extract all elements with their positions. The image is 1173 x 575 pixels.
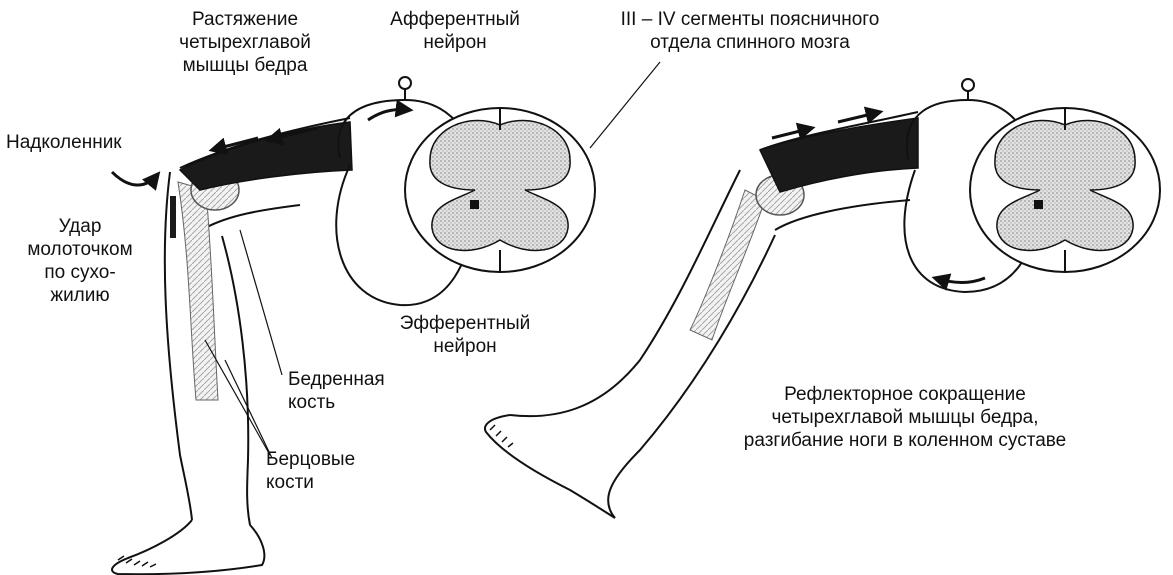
left-bones	[170, 170, 239, 400]
label-quadriceps-stretch: Растяжение четырехглавой мышцы бедра	[160, 8, 330, 77]
label-hammer-strike: Удар молоточком по сухо- жилию	[10, 215, 150, 307]
right-bones	[690, 175, 804, 340]
label-femur: Бедренная кость	[288, 368, 385, 414]
label-patella: Надколенник	[6, 131, 122, 154]
hammer-strike-arrow	[112, 172, 158, 185]
left-quadriceps	[180, 122, 352, 190]
segments-pointer-line	[590, 62, 660, 148]
label-afferent-neuron: Афферентный нейрон	[380, 8, 530, 54]
label-tibia-bones: Берцовые кости	[266, 448, 355, 494]
left-spinal-cord	[405, 108, 595, 272]
right-spinal-cord	[970, 108, 1160, 272]
label-lumbar-segments: III – IV сегменты поясничного отдела спи…	[595, 8, 905, 54]
label-efferent-neuron: Эфферентный нейрон	[380, 312, 550, 358]
label-reflex-contraction: Рефлекторное сокращение четырехглавой мы…	[735, 383, 1075, 452]
